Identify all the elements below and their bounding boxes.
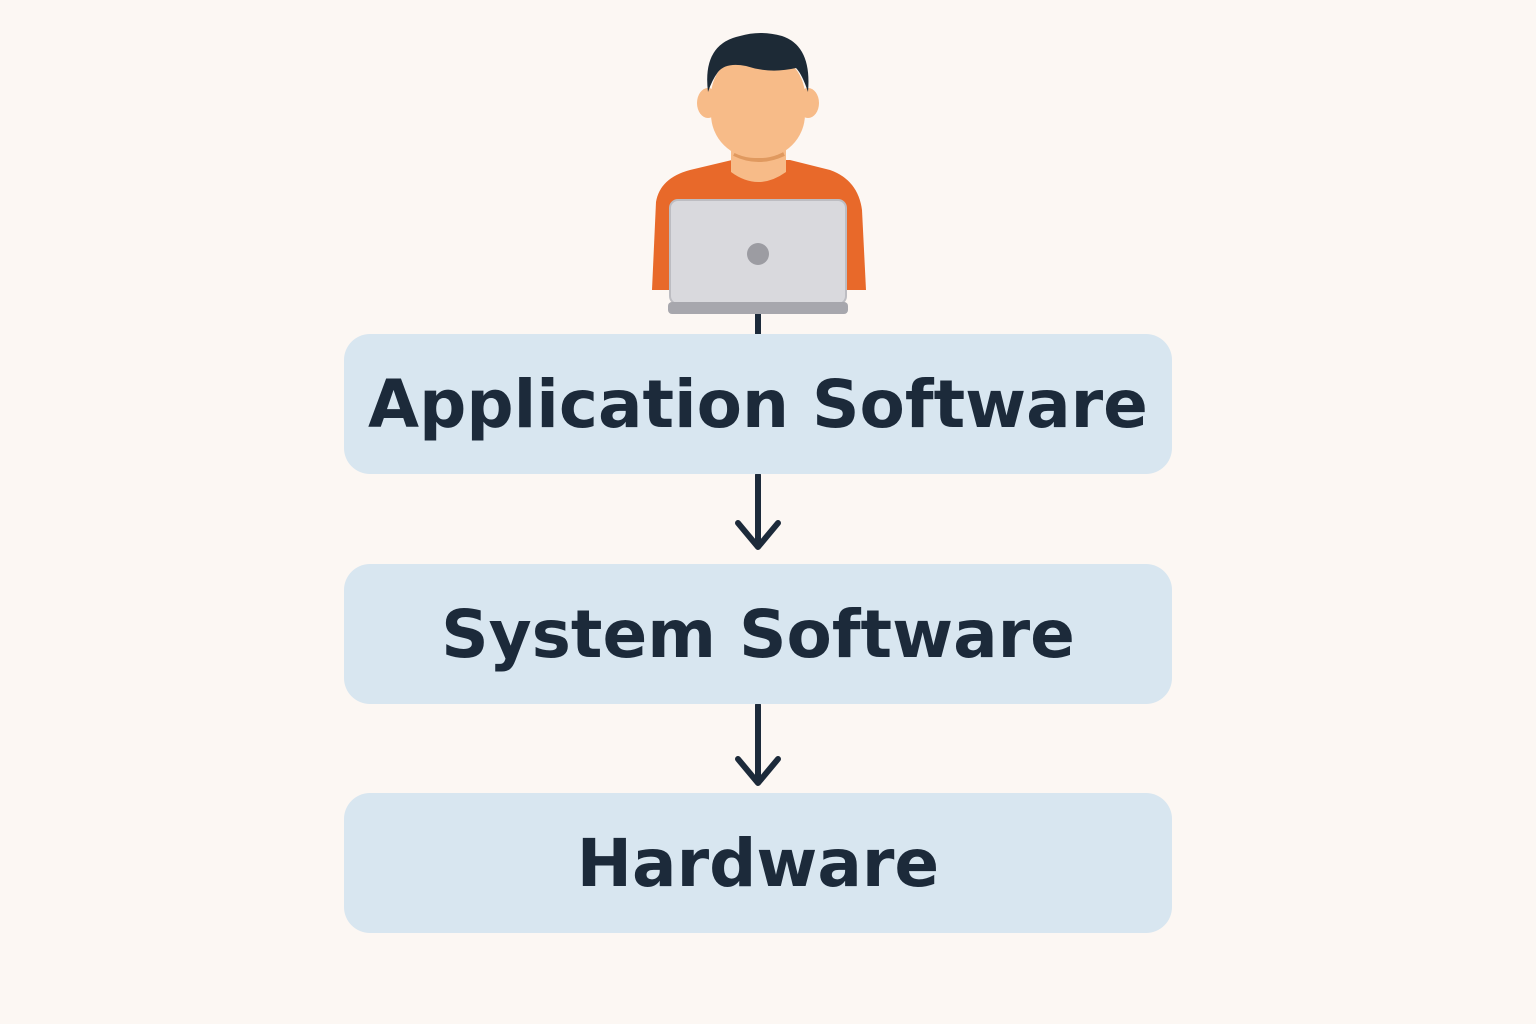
layer-label: Application Software: [368, 365, 1148, 443]
arrow-down-icon: [735, 472, 781, 550]
layer-hardware: Hardware: [344, 793, 1172, 933]
layer-label: Hardware: [576, 824, 940, 902]
arrow-down-icon: [735, 702, 781, 786]
person-at-laptop-icon: [652, 33, 866, 314]
layer-label: System Software: [441, 595, 1075, 673]
layer-application-software: Application Software: [344, 334, 1172, 474]
layer-system-software: System Software: [344, 564, 1172, 704]
